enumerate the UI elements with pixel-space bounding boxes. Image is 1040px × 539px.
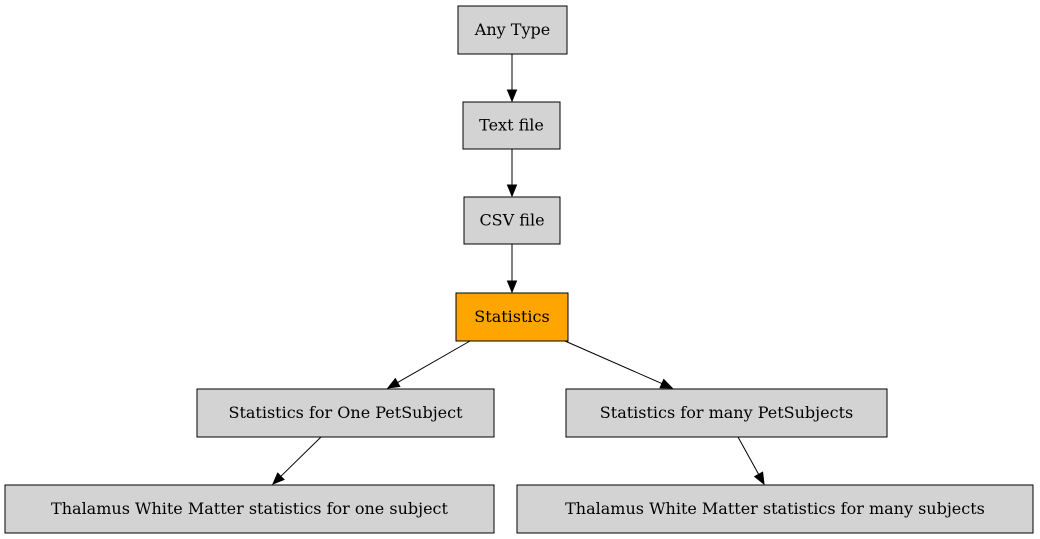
- node-label: Thalamus White Matter statistics for man…: [565, 499, 985, 518]
- node-csv-file[interactable]: CSV file: [463, 196, 561, 245]
- arrowhead: [506, 280, 518, 294]
- edges-layer: [272, 54, 765, 486]
- node-box[interactable]: [457, 5, 568, 55]
- arrowhead: [386, 377, 401, 389]
- node-statistics[interactable]: Statistics: [455, 292, 569, 342]
- edge-statistics-to-stats_many: [564, 340, 674, 389]
- arrowhead: [753, 471, 765, 486]
- edge-csv_file-to-statistics: [506, 244, 518, 294]
- edge-line: [280, 436, 322, 477]
- edge-any_type-to-text_file: [506, 54, 518, 103]
- edge-line: [564, 340, 663, 385]
- node-box[interactable]: [455, 292, 569, 342]
- node-label: Statistics for many PetSubjects: [600, 403, 853, 422]
- node-box[interactable]: [462, 101, 561, 150]
- node-label: Statistics: [474, 307, 549, 326]
- arrowhead: [272, 472, 285, 485]
- node-box[interactable]: [463, 196, 561, 245]
- node-stats-one[interactable]: Statistics for One PetSubject: [196, 388, 495, 438]
- edge-statistics-to-stats_one: [386, 340, 471, 389]
- node-label: Any Type: [474, 20, 550, 39]
- node-box[interactable]: [196, 388, 495, 438]
- node-label: Thalamus White Matter statistics for one…: [51, 499, 448, 518]
- edge-line: [397, 340, 471, 383]
- edge-stats_one-to-thal_one: [272, 436, 322, 485]
- edge-line: [737, 436, 760, 475]
- node-box[interactable]: [516, 484, 1034, 534]
- node-any-type[interactable]: Any Type: [457, 5, 568, 55]
- node-label: Statistics for One PetSubject: [228, 403, 463, 422]
- node-text-file[interactable]: Text file: [462, 101, 561, 150]
- edge-text_file-to-csv_file: [506, 149, 518, 198]
- node-stats-many[interactable]: Statistics for many PetSubjects: [565, 388, 888, 438]
- node-box[interactable]: [4, 484, 495, 534]
- arrowhead: [659, 378, 674, 389]
- arrowhead: [506, 89, 518, 103]
- edge-stats_many-to-thal_many: [737, 436, 765, 486]
- node-label: Text file: [479, 116, 544, 135]
- node-box[interactable]: [565, 388, 888, 438]
- arrowhead: [506, 184, 518, 198]
- node-thal-one[interactable]: Thalamus White Matter statistics for one…: [4, 484, 495, 534]
- node-label: CSV file: [479, 211, 544, 230]
- node-thal-many[interactable]: Thalamus White Matter statistics for man…: [516, 484, 1034, 534]
